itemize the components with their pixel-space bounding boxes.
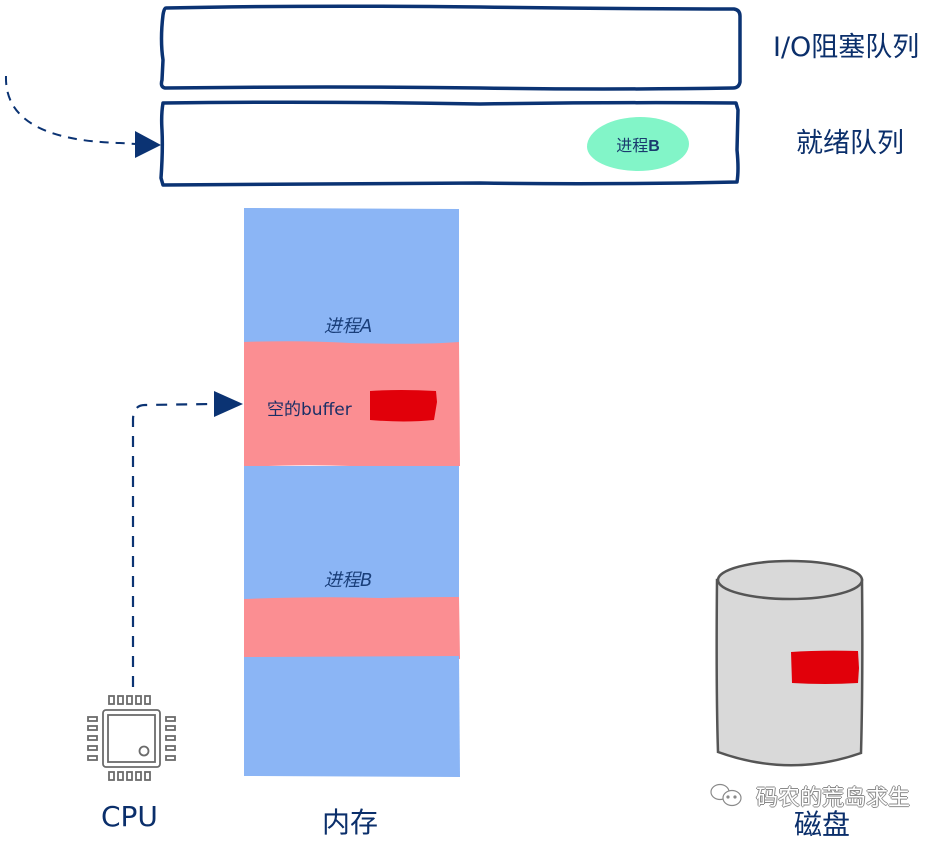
io-blocked-queue-label: I/O阻塞队列 xyxy=(773,32,920,63)
disk-data-block xyxy=(791,650,859,684)
arrowhead-buffer xyxy=(214,391,243,417)
dashed-arrow-to-ready-queue xyxy=(4,75,137,145)
cpu-pins-bottom xyxy=(108,771,151,781)
cpu-label: CPU xyxy=(101,800,158,833)
cpu-pins-top xyxy=(108,695,151,705)
disk-cylinder-icon xyxy=(715,559,864,767)
disk-label: 磁盘 xyxy=(794,808,851,841)
io-blocked-queue-box xyxy=(159,4,742,91)
ready-queue-box xyxy=(159,100,740,187)
memory-segment-buffer-b xyxy=(244,597,460,660)
cpu-pins-right xyxy=(165,716,176,761)
memory-process-a-label: 进程A xyxy=(324,316,373,337)
ready-queue-item-process-b[interactable]: 进程B xyxy=(587,117,689,171)
memory-segment-empty-buffer xyxy=(244,341,460,468)
ready-queue-label: 就绪队列 xyxy=(796,128,904,159)
memory-segment-bottom xyxy=(244,656,460,777)
memory-label: 内存 xyxy=(322,806,379,839)
buffer-data-block xyxy=(370,390,437,422)
memory-empty-buffer-label: 空的buffer xyxy=(267,400,352,420)
memory-segment-process-b xyxy=(244,466,459,601)
wechat-icon xyxy=(710,783,742,807)
dashed-arrow-cpu-to-buffer xyxy=(131,402,213,687)
process-b-pill-label: 进程B xyxy=(616,136,660,155)
memory-segment-process-a xyxy=(244,208,459,348)
memory-process-b-label: 进程B xyxy=(324,570,373,591)
watermark-text: 码农的荒岛求生 xyxy=(756,786,911,811)
arrowhead-ready-queue xyxy=(135,131,161,158)
cpu-pins-left xyxy=(87,716,98,761)
cpu-chip-icon xyxy=(87,695,176,781)
memory-column xyxy=(244,208,460,777)
